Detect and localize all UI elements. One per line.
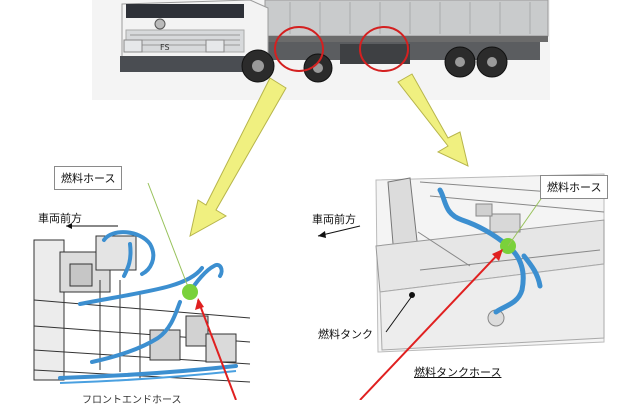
left-red-leader xyxy=(197,299,237,400)
left-panel-diagram xyxy=(33,230,251,384)
right-hose-leader-line xyxy=(507,195,544,247)
fuel-tank-hose-caption: 燃料タンクホース xyxy=(414,366,502,379)
truck-badge: FS xyxy=(160,43,170,52)
right-fuel-hose-label: 燃料ホース xyxy=(540,175,609,199)
left-vehicle-front-label: 車両前方 xyxy=(38,212,82,225)
right-callout-arrow xyxy=(397,73,469,167)
left-bottom-caption: フロントエンドホース xyxy=(82,395,182,406)
left-callout-arrow xyxy=(189,77,287,237)
left-hose-marker xyxy=(182,284,198,300)
mitsubishi-fuso-emblem-icon xyxy=(154,18,166,30)
fuel-tank-label: 燃料タンク xyxy=(318,328,373,341)
left-fuel-hose-label: 燃料ホース xyxy=(54,166,123,190)
right-red-leader xyxy=(359,249,503,400)
tank-leader-line xyxy=(385,295,413,333)
left-hose-leader-line xyxy=(147,182,191,293)
truck-photo xyxy=(92,0,550,100)
right-vehicle-front-label: 車両前方 xyxy=(312,213,356,226)
